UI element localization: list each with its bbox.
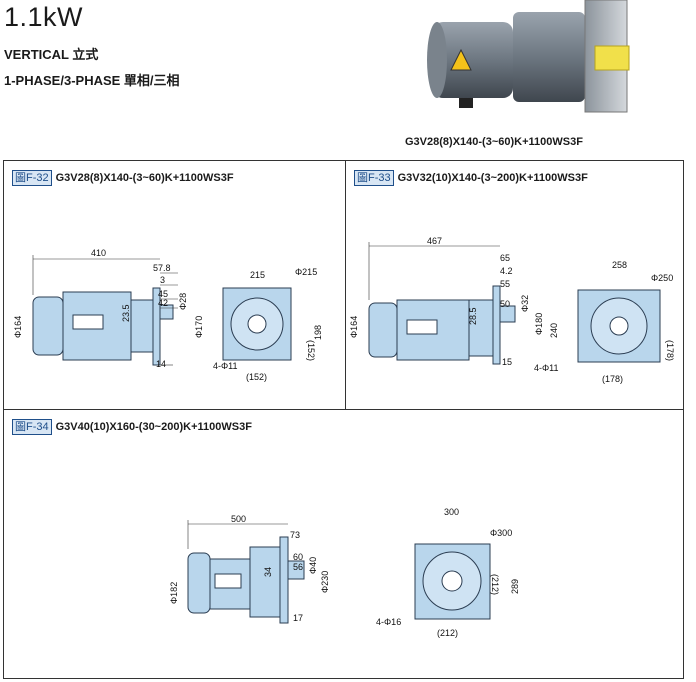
dim-height: 289 xyxy=(510,579,520,594)
dim-d4: 56 xyxy=(293,562,303,572)
dim-shaft: Φ28 xyxy=(178,293,188,310)
motor-endcap xyxy=(32,296,64,356)
dim-height: 198 xyxy=(313,325,323,340)
gear-housing xyxy=(130,299,154,353)
dim-overall: 467 xyxy=(427,236,442,246)
dim-d3: 55 xyxy=(500,279,510,289)
dim-inner: (212) xyxy=(490,574,500,595)
model-name: G3V40(10)X160-(30~200)K+1100WS3F xyxy=(55,421,252,433)
dim-bottom: 17 xyxy=(293,613,303,623)
gear-housing xyxy=(249,546,281,618)
dim-shaft: Φ40 xyxy=(308,557,318,574)
dim-square: 215 xyxy=(250,270,265,280)
dim-inner-bottom: (212) xyxy=(437,628,458,638)
dim-inner: (178) xyxy=(665,340,675,361)
motor-endcap xyxy=(368,302,398,358)
dim-flange: Φ170 xyxy=(194,316,204,338)
model-suffix: S3F xyxy=(567,172,588,184)
dim-d1: 73 xyxy=(290,530,300,540)
nameplate xyxy=(72,314,104,330)
dim-bottom: 14 xyxy=(156,359,166,369)
photo-gear-housing xyxy=(513,12,585,102)
dim-d4: 50 xyxy=(500,299,510,309)
dim-inner-bottom: (152) xyxy=(246,372,267,382)
panel-f34: 圖F-34 G3V40(10)X160-(30~200)K+1100WS3F xyxy=(3,409,684,679)
flange xyxy=(492,285,501,365)
power-rating: 1.1kW xyxy=(4,2,84,32)
photo-conduit xyxy=(459,98,473,108)
output-shaft xyxy=(159,304,174,320)
dim-height: 240 xyxy=(549,323,559,338)
nameplate xyxy=(406,319,438,335)
phase-type: 1-PHASE/3-PHASE 單相/三相 xyxy=(4,73,180,88)
dim-overall: 410 xyxy=(91,248,106,258)
dim-pcd: Φ250 xyxy=(651,273,673,283)
warning-icon xyxy=(450,48,472,71)
product-photo xyxy=(427,0,630,113)
dim-square: 258 xyxy=(612,260,627,270)
dim-bottom: 15 xyxy=(502,357,512,367)
dim-motor: Φ164 xyxy=(13,316,23,338)
drawing-f33: 467 65 4.2 55 50 Φ32 28.5 Φ180 Φ164 15 2… xyxy=(349,236,675,384)
panel-title: 圖F-32 G3V28(8)X140-(3~60)K+1100WS3F xyxy=(12,170,234,186)
motor-endcap xyxy=(187,552,211,614)
dim-motor: Φ164 xyxy=(349,316,359,338)
dim-key: 23.5 xyxy=(121,304,131,322)
dim-shaft: Φ32 xyxy=(520,295,530,312)
model-name: G3V32(10)X140-(3~200)K+1100W xyxy=(397,172,568,184)
figure-badge: 圖F-34 xyxy=(12,419,52,435)
dim-motor: Φ182 xyxy=(169,582,179,604)
output-shaft xyxy=(287,560,305,580)
dim-pcd: Φ215 xyxy=(295,267,317,277)
dim-inner-bottom: (178) xyxy=(602,374,623,384)
shaft-circle xyxy=(609,316,629,336)
photo-motor-body xyxy=(433,22,513,98)
photo-caption: G3V28(8)X140-(3~60)K+1100WS3F xyxy=(405,136,583,148)
panel-title: 圖F-34 G3V40(10)X160-(30~200)K+1100WS3F xyxy=(12,419,252,435)
dim-d3: 45 xyxy=(158,289,168,299)
flange xyxy=(279,536,289,624)
nameplate xyxy=(214,573,242,589)
model-name: G3V28(8)X140-(3~60)K+1100WS3F xyxy=(55,172,234,184)
flange xyxy=(152,287,161,366)
photo-motor-cap xyxy=(427,22,447,98)
shaft-circle xyxy=(247,314,267,334)
output-shaft xyxy=(499,305,516,323)
dim-inner: (152) xyxy=(306,340,316,361)
dim-holes: 4-Φ16 xyxy=(376,617,401,627)
dim-pcd: Φ300 xyxy=(490,528,512,538)
drawing-f34: 500 73 60 56 Φ40 34 Φ230 Φ182 17 300 Φ30… xyxy=(169,507,520,638)
dim-d1: 65 xyxy=(500,253,510,263)
dim-holes: 4-Φ11 xyxy=(534,363,559,373)
shaft-circle xyxy=(441,570,463,592)
figure-badge: 圖F-32 xyxy=(12,170,52,186)
dim-d2: 4.2 xyxy=(500,266,513,276)
dim-d4: 42 xyxy=(158,298,168,308)
dim-holes: 4-Φ11 xyxy=(213,361,238,371)
dim-key: 28.5 xyxy=(468,307,478,325)
dim-square: 300 xyxy=(444,507,459,517)
dim-d1: 57.8 xyxy=(153,263,171,273)
mount-type: VERTICAL 立式 xyxy=(4,47,99,62)
dim-flange: Φ180 xyxy=(534,313,544,335)
drawing-f32: 410 57.8 3 45 42 Φ28 23.5 Φ170 Φ164 14 2… xyxy=(13,248,323,382)
dim-overall: 500 xyxy=(231,514,246,524)
photo-shaft xyxy=(594,45,630,71)
dim-key: 34 xyxy=(263,567,273,577)
figure-badge: 圖F-33 xyxy=(354,170,394,186)
dim-flange: Φ230 xyxy=(320,571,330,593)
dim-d3: 60 xyxy=(293,552,303,562)
dim-d2: 3 xyxy=(160,275,165,285)
